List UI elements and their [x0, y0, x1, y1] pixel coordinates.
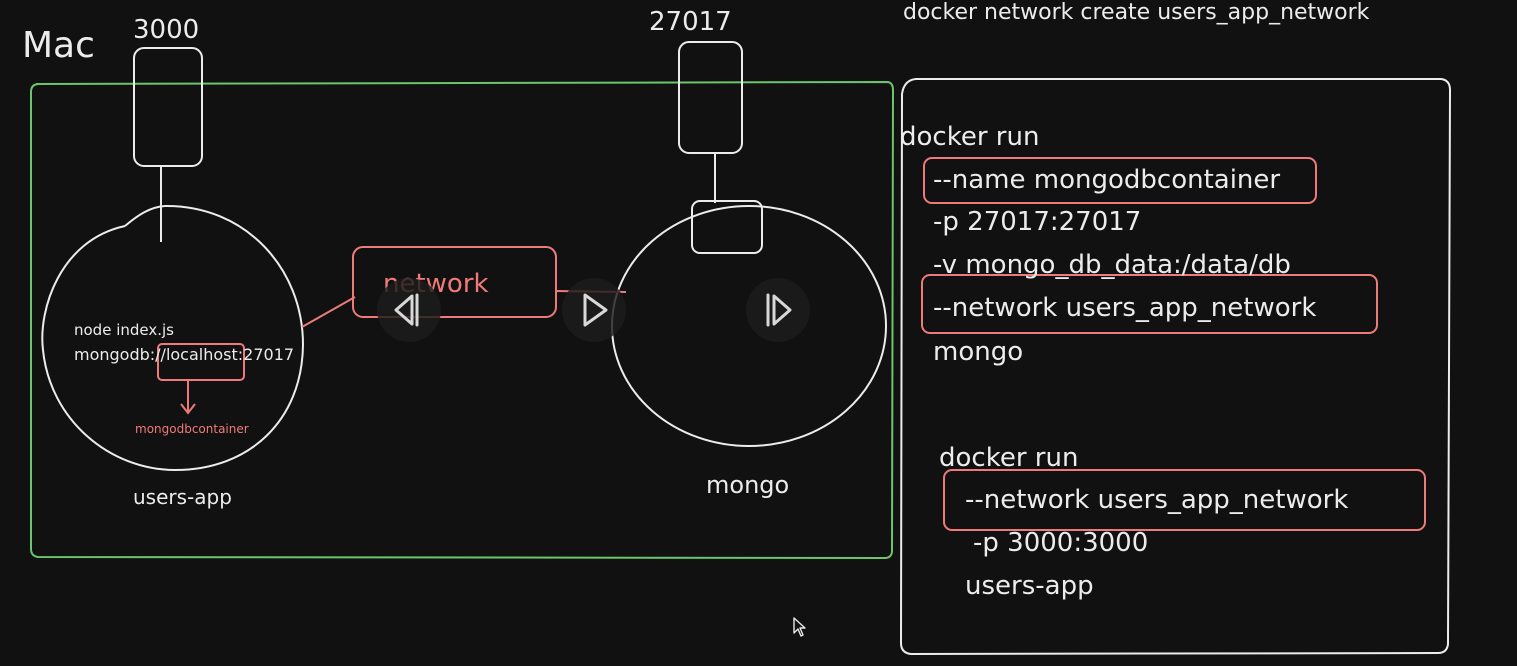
- skip-forward-icon: [766, 293, 792, 327]
- mongo-run-network-flag: --network users_app_network: [933, 293, 1317, 323]
- previous-button[interactable]: [377, 278, 441, 342]
- users-app-start-command: node index.js: [74, 321, 174, 339]
- users-app-run-network-flag: --network users_app_network: [965, 485, 1349, 515]
- users-app-network-flag-highlight: [943, 469, 1426, 531]
- users-app-run-image: users-app: [965, 571, 1094, 601]
- next-button[interactable]: [746, 278, 810, 342]
- play-button[interactable]: [562, 278, 626, 342]
- network-link-left: [301, 296, 356, 328]
- mongo-run-name-flag: --name mongodbcontainer: [933, 165, 1281, 195]
- users-app-container-label: users-app: [133, 485, 232, 509]
- mongo-inner-port-box: [691, 200, 763, 254]
- users-app-port-box: [133, 47, 203, 167]
- network-create-command: docker network create users_app_network: [903, 0, 1370, 25]
- mongo-run-port-flag: -p 27017:27017: [933, 207, 1142, 237]
- mongo-run-command: docker run: [900, 122, 1040, 152]
- mongo-network-flag-highlight: [921, 274, 1378, 334]
- users-app-circle: [41, 204, 305, 472]
- commands-panel: [899, 78, 1452, 656]
- mouse-pointer-icon: [793, 617, 806, 637]
- play-icon: [583, 293, 608, 327]
- connection-url-replacement: mongodbcontainer: [135, 422, 249, 436]
- mongo-run-volume-flag: -v mongo_db_data:/data/db: [933, 250, 1291, 280]
- mongo-circle: [611, 205, 887, 447]
- localhost-arrow-head: [180, 403, 196, 415]
- host-label: Mac: [22, 25, 95, 66]
- mongo-container-label: mongo: [706, 471, 790, 499]
- mongo-connection-url: mongodb://localhost:27017: [74, 345, 295, 364]
- localhost-highlight: [157, 343, 245, 381]
- mongo-port-box: [678, 41, 743, 154]
- host-machine-box: [30, 80, 895, 560]
- users-app-port-label: 3000: [133, 15, 200, 45]
- network-box: [352, 246, 557, 318]
- mongo-port-label: 27017: [649, 7, 732, 37]
- skip-back-icon: [394, 293, 419, 327]
- users-app-run-port-flag: -p 3000:3000: [973, 528, 1149, 558]
- mongo-run-image: mongo: [933, 337, 1024, 367]
- name-flag-highlight: [923, 157, 1317, 204]
- users-app-run-command: docker run: [939, 443, 1079, 473]
